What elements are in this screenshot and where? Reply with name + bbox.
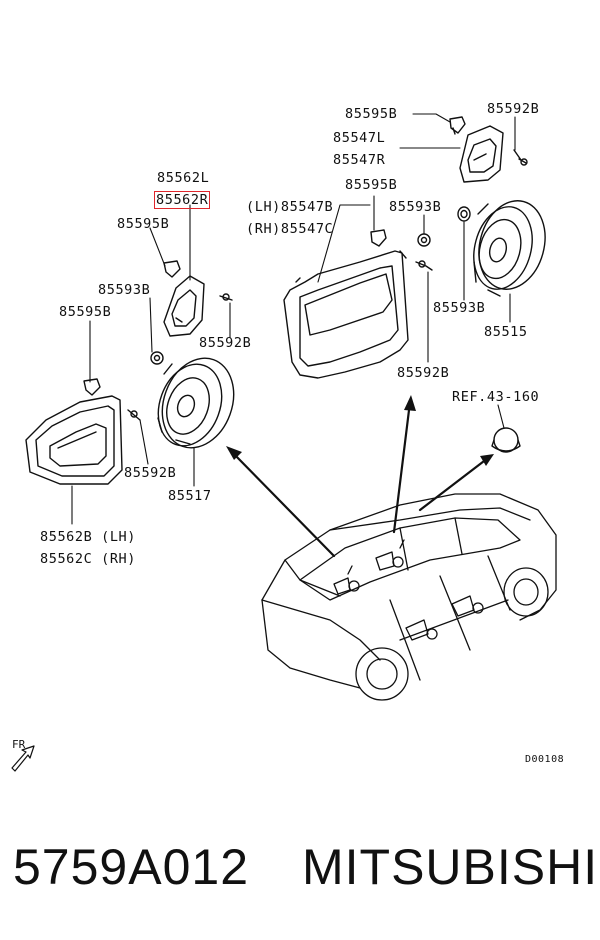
- label-rh-85547c: (RH)85547C: [246, 221, 334, 237]
- label-85595b-mid: 85595B: [345, 177, 398, 193]
- ref-dome-part: [491, 427, 521, 453]
- label-85592b-top: 85592B: [487, 101, 540, 117]
- label-85562b-lh: 85562B (LH): [40, 529, 137, 545]
- screw-85592b-center: [415, 260, 433, 271]
- part-number: 5759A012: [13, 839, 250, 895]
- speaker-85515: [473, 200, 546, 297]
- label-85547r: 85547R: [333, 152, 386, 168]
- label-85562r: 85562R: [154, 191, 211, 209]
- screw-85592b-top: [513, 149, 528, 166]
- speaker-85517: [157, 357, 235, 449]
- screw-85592b-low: [127, 409, 141, 421]
- label-85517: 85517: [168, 488, 212, 504]
- label-85595b-top: 85595B: [345, 106, 398, 122]
- caption-bar: 5759A012 MITSUBISHI: [0, 835, 600, 905]
- label-85592b-center: 85592B: [397, 365, 450, 381]
- tweeter-bracket-upper: [459, 125, 504, 183]
- front-label: FR: [12, 738, 26, 751]
- door-trim-panel-85547: [283, 250, 409, 379]
- vehicle-outline: [261, 493, 557, 701]
- exploded-parts-diagram: [11, 113, 557, 772]
- clip-85595b-top: [449, 116, 466, 135]
- label-85595b-far: 85595B: [59, 304, 112, 320]
- diagram-code: D00108: [525, 754, 565, 765]
- label-ref-43-160: REF.43-160: [452, 389, 540, 405]
- arrow-heads: [226, 395, 494, 466]
- label-85592b-left: 85592B: [199, 335, 252, 351]
- front-direction-icon: [11, 745, 35, 772]
- clip-85595b-far: [83, 378, 101, 396]
- label-85515: 85515: [484, 324, 528, 340]
- brand-name: MITSUBISHI: [302, 839, 599, 895]
- label-lh-85547b: (LH)85547B: [246, 199, 334, 215]
- label-85593b-right: 85593B: [433, 300, 486, 316]
- label-85562l: 85562L: [157, 170, 210, 186]
- clip-85595b-left: [163, 260, 181, 278]
- tweeter-bracket-85562: [163, 275, 205, 337]
- label-85562c-rh: 85562C (RH): [40, 551, 137, 567]
- clip-85595b-mid: [370, 229, 387, 247]
- highlighted-part-number: 85562R: [154, 191, 211, 209]
- label-85593b-mid: 85593B: [389, 199, 442, 215]
- washer-85593b-mid: [417, 233, 431, 247]
- washer-85593b-left: [150, 351, 164, 365]
- leader-lines: [71, 113, 516, 525]
- label-85595b-left: 85595B: [117, 216, 170, 232]
- pointer-arrows: [230, 400, 490, 558]
- label-85593b-left: 85593B: [98, 282, 151, 298]
- washer-85593b-right: [457, 206, 471, 222]
- speaker-grille-85562: [25, 395, 123, 485]
- label-85592b-low: 85592B: [124, 465, 177, 481]
- screw-85592b-left: [219, 293, 233, 301]
- label-85547l: 85547L: [333, 130, 386, 146]
